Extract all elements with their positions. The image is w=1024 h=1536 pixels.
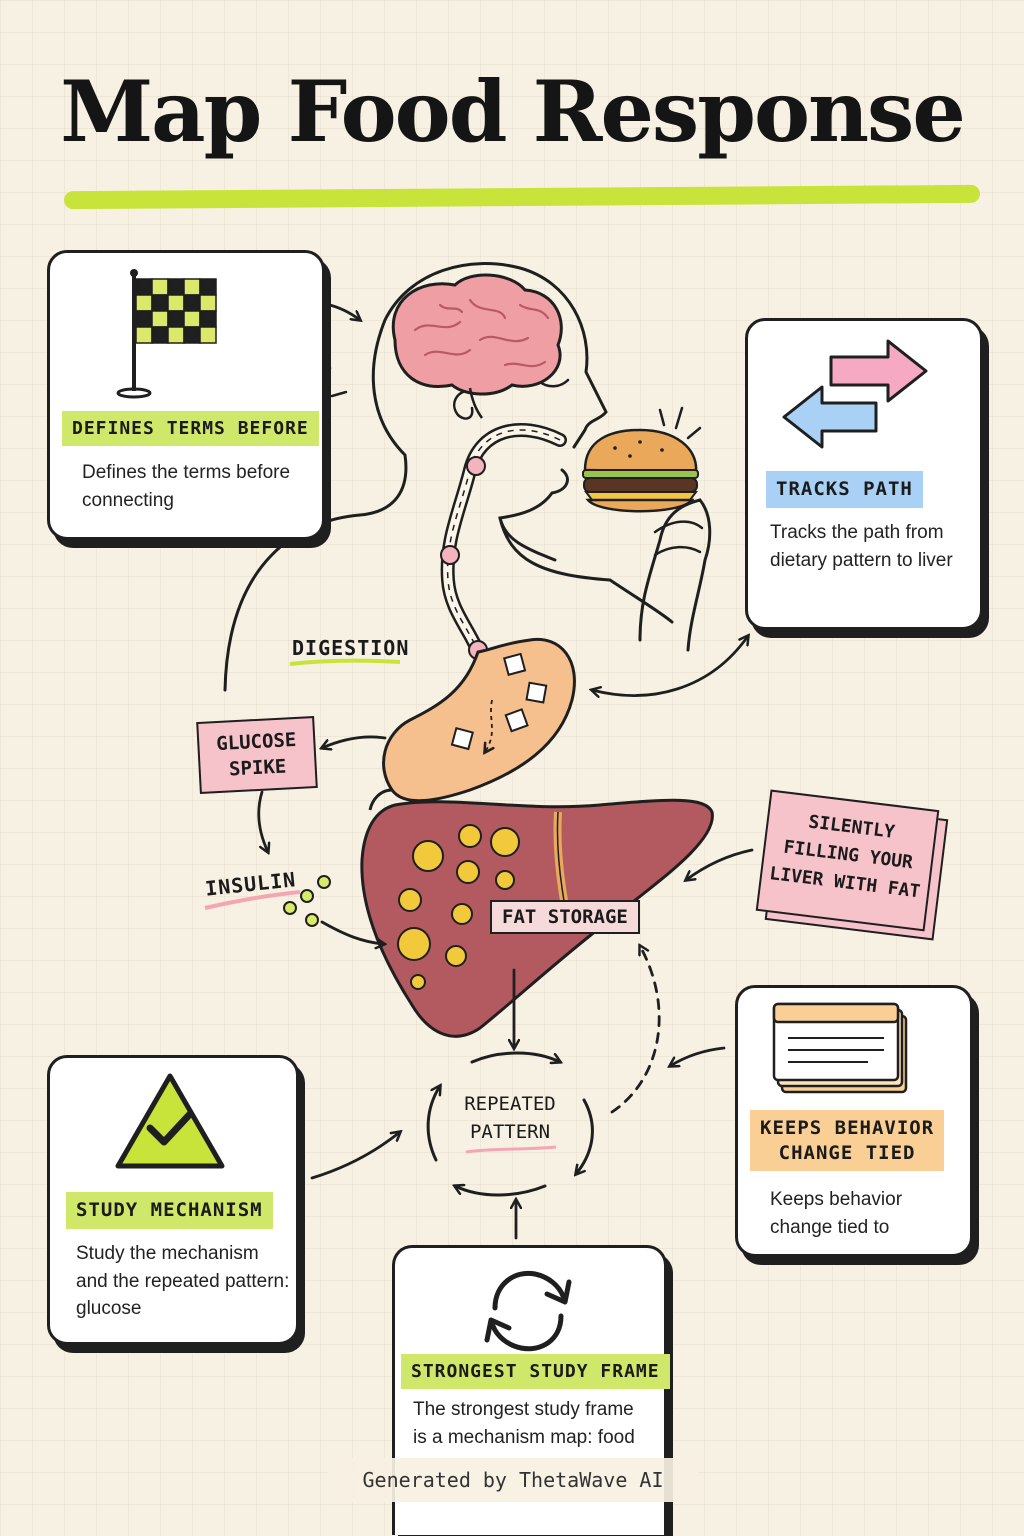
hand-outline [638, 498, 712, 652]
keeps-behavior-tag-line1: KEEPS BEHAVIOR [760, 1117, 935, 1139]
stomach-icon [368, 637, 576, 811]
burger-icon [582, 406, 702, 513]
page-title: Map Food Response [60, 62, 966, 161]
repeated-line2: PATTERN [469, 1121, 551, 1143]
digestion-label: DIGESTION [292, 636, 410, 660]
note-cards-icon [772, 1002, 908, 1094]
arrow-repeated-to-fat [610, 946, 661, 1114]
esophagus [440, 423, 567, 660]
card-study-mechanism: STUDY MECHANISM Study the mechanism and … [47, 1055, 299, 1345]
checkered-flag-icon [116, 269, 217, 399]
defines-terms-tag: DEFINES TERMS BEFORE [62, 411, 319, 447]
card-keeps-behavior: KEEPS BEHAVIOR CHANGE TIED Keeps behavio… [735, 985, 973, 1257]
card-tracks-path: TRACKS PATH Tracks the path from dietary… [745, 318, 983, 630]
arrow-keeps-to-cycle [670, 1046, 726, 1066]
card-defines-terms: DEFINES TERMS BEFORE Defines the terms b… [47, 250, 325, 540]
glucose-spike-box: GLUCOSE SPIKE [196, 715, 318, 795]
arrow-insulin-to-liver [320, 920, 384, 944]
keeps-behavior-tag: KEEPS BEHAVIOR CHANGE TIED [750, 1110, 945, 1172]
study-mechanism-text: Study the mechanism and the repeated pat… [76, 1243, 290, 1320]
strongest-study-frame-text: The strongest study frame is a mechanism… [413, 1399, 635, 1448]
repeated-underline [465, 1145, 557, 1154]
strongest-study-frame-tag: STRONGEST STUDY FRAME [401, 1354, 670, 1390]
repeated-line1: REPEATED [464, 1093, 556, 1115]
keeps-behavior-text: Keeps behavior change tied to [770, 1189, 903, 1238]
fat-storage-label: FAT STORAGE [490, 900, 640, 934]
defines-terms-text: Defines the terms before connecting [82, 462, 291, 511]
brain-icon [391, 273, 563, 419]
keeps-behavior-tag-line2: CHANGE TIED [778, 1141, 916, 1164]
repeated-pattern-cycle [426, 1051, 594, 1197]
arrow-glucose-to-insulin [257, 790, 268, 852]
insulin-underline [204, 890, 301, 910]
arrow-stomach-to-glucose [322, 735, 387, 748]
person-silhouette [223, 262, 674, 692]
cycle-arrows-icon [484, 1270, 572, 1352]
insulin-dots [283, 875, 331, 927]
arrow-tracks-stomach [592, 636, 748, 695]
silently-note: SILENTLY FILLING YOUR LIVER WITH FAT [755, 789, 950, 941]
study-mechanism-tag: STUDY MECHANISM [66, 1192, 273, 1229]
tracks-path-tag: TRACKS PATH [766, 471, 923, 508]
warning-check-icon [115, 1073, 225, 1169]
digestion-underline [289, 658, 401, 666]
arrow-study-to-cycle [310, 1132, 400, 1180]
tracks-path-text: Tracks the path from dietary pattern to … [770, 522, 953, 571]
two-way-arrows-icon [782, 339, 928, 449]
repeated-pattern-label: REPEATED PATTERN [440, 1090, 580, 1146]
arrow-silently-to-liver [686, 848, 754, 880]
footer-credit: Generated by ThetaWave AI [328, 1458, 698, 1502]
